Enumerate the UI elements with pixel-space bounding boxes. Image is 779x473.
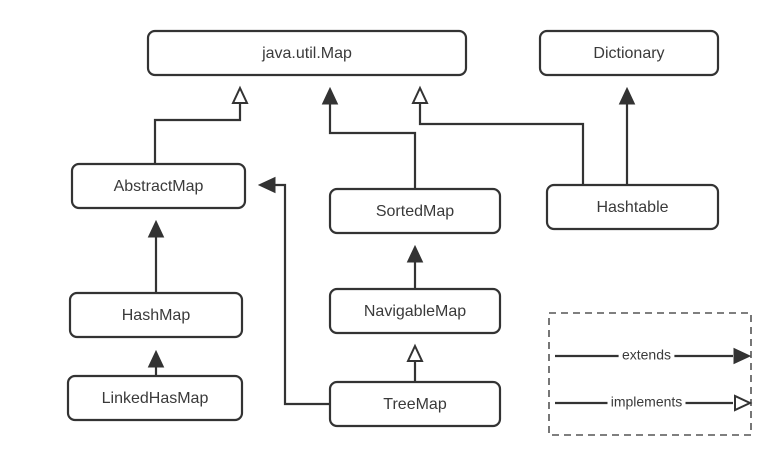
node-box-map[interactable] xyxy=(146,29,468,77)
legend-implements-arrowhead-hollow xyxy=(734,394,753,412)
node-label-map: java.util.Map xyxy=(261,45,352,62)
edge-hashtable-implements-map-arrowhead-hollow xyxy=(411,85,429,104)
nodes-layer: java.util.Map DictionaryAbstractMapSorted… xyxy=(66,29,720,428)
edge-line-treemap-extends-abstractmap xyxy=(274,183,330,406)
node-box-dictionary[interactable] xyxy=(538,29,720,77)
edge-navigablemap-extends-sortedmap-arrowhead-filled xyxy=(406,244,424,263)
edge-line-hashtable-implements-map xyxy=(418,102,585,185)
edge-sortedmap-extends-map xyxy=(321,86,417,189)
node-abstractmap[interactable]: AbstractMap xyxy=(70,162,247,210)
edge-navigablemap-extends-sortedmap xyxy=(406,244,424,289)
node-box-treemap[interactable] xyxy=(328,380,502,428)
node-box-hashtable[interactable] xyxy=(545,183,720,231)
node-box-linkedhasmap[interactable] xyxy=(66,374,244,422)
legend-label-extends: extends xyxy=(622,347,671,363)
edge-hashtable-implements-map xyxy=(411,85,585,185)
node-sortedmap[interactable]: SortedMap xyxy=(328,187,502,235)
node-label-hashtable: Hashtable xyxy=(596,199,668,216)
node-navigablemap[interactable]: NavigableMap xyxy=(328,287,502,335)
legend-entry-extends: extends xyxy=(555,347,752,365)
node-label-treemap: TreeMap xyxy=(383,396,447,413)
node-label-hashmap: HashMap xyxy=(122,307,191,324)
node-treemap[interactable]: TreeMap xyxy=(328,380,502,428)
edge-sortedmap-extends-map-arrowhead-filled xyxy=(321,86,339,105)
edge-line-sortedmap-extends-map xyxy=(328,103,417,189)
edge-hashmap-extends-abstractmap xyxy=(147,219,165,293)
node-label-linkedhasmap: LinkedHasMap xyxy=(102,390,209,407)
edge-treemap-implements-navigablemap-arrowhead-hollow xyxy=(406,343,424,362)
edge-abstractmap-implements-map xyxy=(153,85,249,164)
edge-abstractmap-implements-map-arrowhead-hollow xyxy=(231,85,249,104)
node-map[interactable]: java.util.Map xyxy=(146,29,468,77)
edge-hashmap-extends-abstractmap-arrowhead-filled xyxy=(147,219,165,238)
node-box-navigablemap[interactable] xyxy=(328,287,502,335)
edge-treemap-extends-abstractmap-arrowhead-filled xyxy=(257,176,276,194)
legend-layer: extends implements xyxy=(548,312,753,436)
legend-entry-implements: implements xyxy=(555,394,753,412)
node-label-abstractmap: AbstractMap xyxy=(114,178,204,195)
node-dictionary[interactable]: Dictionary xyxy=(538,29,720,77)
node-label-navigablemap: NavigableMap xyxy=(364,303,466,320)
edge-linkedhasmap-extends-hashmap-arrowhead-filled xyxy=(147,349,165,368)
node-label-dictionary: Dictionary xyxy=(593,45,664,62)
edge-line-abstractmap-implements-map xyxy=(153,102,242,164)
legend-frame xyxy=(548,312,752,436)
legend-label-implements: implements xyxy=(611,394,683,410)
edge-hashtable-extends-dictionary xyxy=(618,86,636,185)
node-hashmap[interactable]: HashMap xyxy=(68,291,244,339)
edge-hashtable-extends-dictionary-arrowhead-filled xyxy=(618,86,636,105)
node-hashtable[interactable]: Hashtable xyxy=(545,183,720,231)
edge-treemap-extends-abstractmap xyxy=(257,176,330,406)
node-box-sortedmap[interactable] xyxy=(328,187,502,235)
node-linkedhasmap[interactable]: LinkedHasMap xyxy=(66,374,244,422)
edge-treemap-implements-navigablemap xyxy=(406,343,424,382)
node-box-abstractmap[interactable] xyxy=(70,162,247,210)
edges-layer xyxy=(147,85,636,406)
node-box-hashmap[interactable] xyxy=(68,291,244,339)
legend-extends-arrowhead-filled xyxy=(733,347,752,365)
node-label-sortedmap: SortedMap xyxy=(376,203,454,220)
edge-linkedhasmap-extends-hashmap xyxy=(147,349,165,376)
